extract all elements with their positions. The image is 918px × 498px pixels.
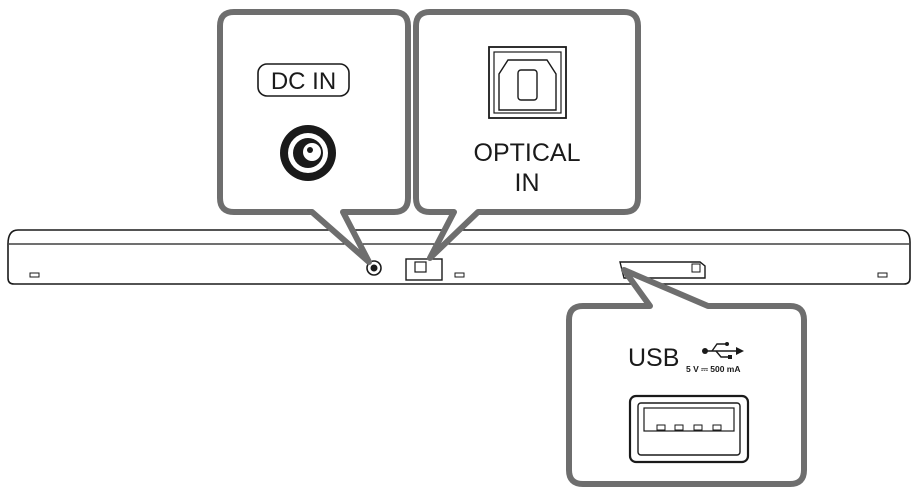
right-foot <box>877 272 888 278</box>
soundbar <box>7 229 911 285</box>
dc-in-label: DC IN <box>271 68 336 95</box>
usb-label: USB <box>628 344 679 372</box>
usb-rating: 5 V ⎓ 500 mA <box>686 364 741 374</box>
optical-label-line2: IN <box>515 169 540 197</box>
center-foot <box>454 272 465 278</box>
optical-in-callout: OPTICAL IN <box>413 9 641 261</box>
dc-in-label-frame <box>257 63 350 97</box>
usb-symbol-icon <box>702 342 744 359</box>
usb-callout: USB 5 V ⎓ 500 mA <box>566 267 807 487</box>
optical-label-line1: OPTICAL <box>474 139 581 167</box>
bar-usb-port <box>619 261 706 279</box>
usb-port-icon <box>628 394 750 464</box>
dc-in-callout: DC IN <box>217 9 411 265</box>
optical-port-icon <box>488 46 567 119</box>
left-foot <box>29 272 40 278</box>
dc-jack-icon <box>280 125 336 181</box>
bar-optical-port <box>405 258 443 281</box>
